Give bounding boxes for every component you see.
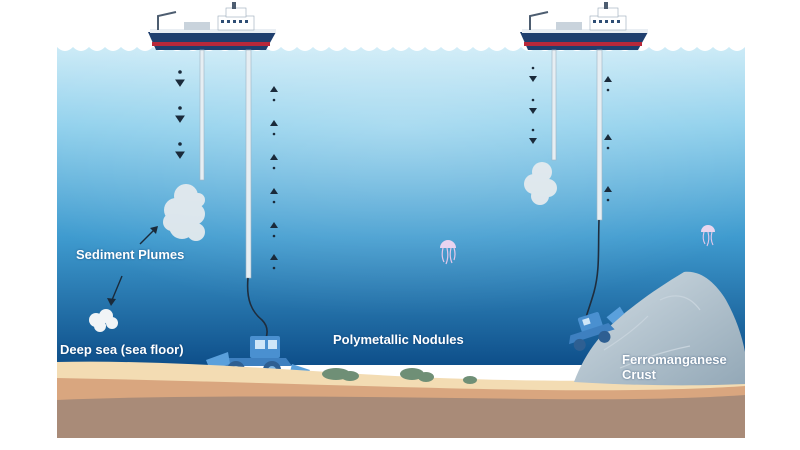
sediment-deep-layer: [57, 388, 745, 438]
ship-icon: [148, 2, 276, 50]
riser-pipe-icon: [596, 49, 603, 221]
crust-label-line2: Crust: [622, 367, 656, 382]
sediment-plume-icon: [89, 309, 118, 332]
ship-icon: [520, 2, 648, 50]
polymetallic-nodules-label: Polymetallic Nodules: [333, 332, 464, 347]
arrow-up-icon: [270, 86, 278, 270]
sediment-plume-icon: [524, 162, 557, 205]
riser-pipe-icon: [245, 49, 252, 279]
nodule-cluster-icon: [322, 368, 477, 384]
crust-rock-texture: [603, 295, 701, 369]
sediment-plume-icon: [163, 184, 205, 241]
jellyfish-icon: [440, 240, 456, 265]
arrow-down-icon: [175, 70, 185, 159]
sediment-plumes-label: Sediment Plumes: [76, 247, 185, 262]
sand-layer: [57, 361, 745, 391]
seafloor-pointer-arrow: [107, 275, 123, 306]
crust-label-line1: Ferromanganese: [622, 352, 727, 367]
jellyfish-icon: [701, 225, 715, 247]
discharge-pipe-icon: [199, 49, 205, 181]
deep-sea-floor-label: Deep sea (sea floor): [60, 342, 184, 357]
seafloor-collector-icon: [568, 306, 625, 351]
flexible-hose: [246, 277, 268, 339]
arrow-down-icon: [529, 66, 537, 144]
arrow-up-icon: [604, 76, 612, 202]
discharge-pipe-icon: [551, 49, 557, 161]
plume-pointer-arrow: [139, 226, 158, 245]
crust-rock-icon: [574, 271, 745, 386]
ferromanganese-crust-label: Ferromanganese Crust: [622, 352, 727, 382]
